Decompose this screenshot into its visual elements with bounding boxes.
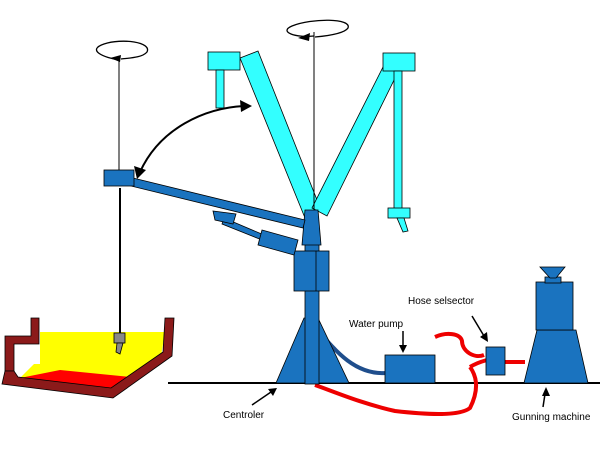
gunning-machine-hopper — [539, 266, 566, 279]
centroler-machine — [275, 209, 350, 385]
cyan-gun-head — [387, 207, 411, 219]
cyan-arm-right-hub — [382, 52, 416, 72]
gunning-machine-pointer-head-icon — [542, 387, 550, 396]
swing-arrowhead-top-icon — [240, 100, 252, 112]
cyan-arm-right — [311, 64, 399, 217]
blue-boom — [103, 169, 306, 256]
centroler-swivel-head — [301, 209, 322, 246]
material-hose-upper — [434, 331, 485, 358]
gunning-machine-body — [535, 281, 574, 331]
cyan-arms — [207, 50, 416, 233]
left-lance-nozzle — [115, 342, 124, 355]
cyan-arm-left-post — [215, 69, 225, 109]
gunning-machine-label: Gunning machine — [512, 412, 591, 423]
material-hose-main — [314, 365, 478, 417]
centroler-label: Centroler — [223, 410, 265, 421]
ladle — [1, 317, 175, 399]
cyan-arm-left-hub — [207, 51, 241, 71]
gunning-machine-base — [523, 329, 589, 384]
hose-selector — [485, 346, 506, 376]
cyan-gun-nozzle — [396, 217, 409, 233]
cyan-arm-right-post — [393, 70, 403, 210]
left-rotation-arrowhead-icon — [110, 55, 121, 62]
left-lance-head — [113, 332, 126, 344]
gunning-machine — [523, 266, 589, 384]
ladle-shell-right — [1, 317, 175, 399]
centroler-pointer — [251, 391, 272, 406]
boom-end-block — [103, 169, 135, 187]
ladle-shell — [4, 317, 40, 372]
ladle-hot-zone — [20, 370, 140, 393]
swing-arrowhead-bottom-icon — [134, 166, 146, 179]
boom-cylinder — [257, 229, 299, 256]
centroler-pointer-head-icon — [268, 388, 277, 396]
left-rotating-lance — [96, 40, 148, 355]
hose-selector-label: Hose selsector — [408, 296, 475, 307]
hose-selector-pointer — [471, 315, 485, 337]
center-rotation-arrowhead-icon — [298, 33, 310, 41]
hose-selector-pointer-head-icon — [480, 332, 488, 342]
water-pump-pointer-head-icon — [399, 345, 407, 353]
centroler-housing — [293, 250, 330, 292]
water-pump-label: Water pump — [349, 319, 404, 330]
gunning-machine-pointer — [542, 393, 546, 408]
cyan-arm-left — [239, 50, 322, 219]
boom-bracket — [212, 210, 237, 225]
swing-double-arrow-icon — [139, 105, 245, 173]
left-rotation-arrow-icon — [96, 40, 148, 61]
center-rotation-arrow-icon — [286, 19, 349, 38]
material-hose-lower — [468, 358, 488, 369]
water-pump — [384, 354, 436, 384]
